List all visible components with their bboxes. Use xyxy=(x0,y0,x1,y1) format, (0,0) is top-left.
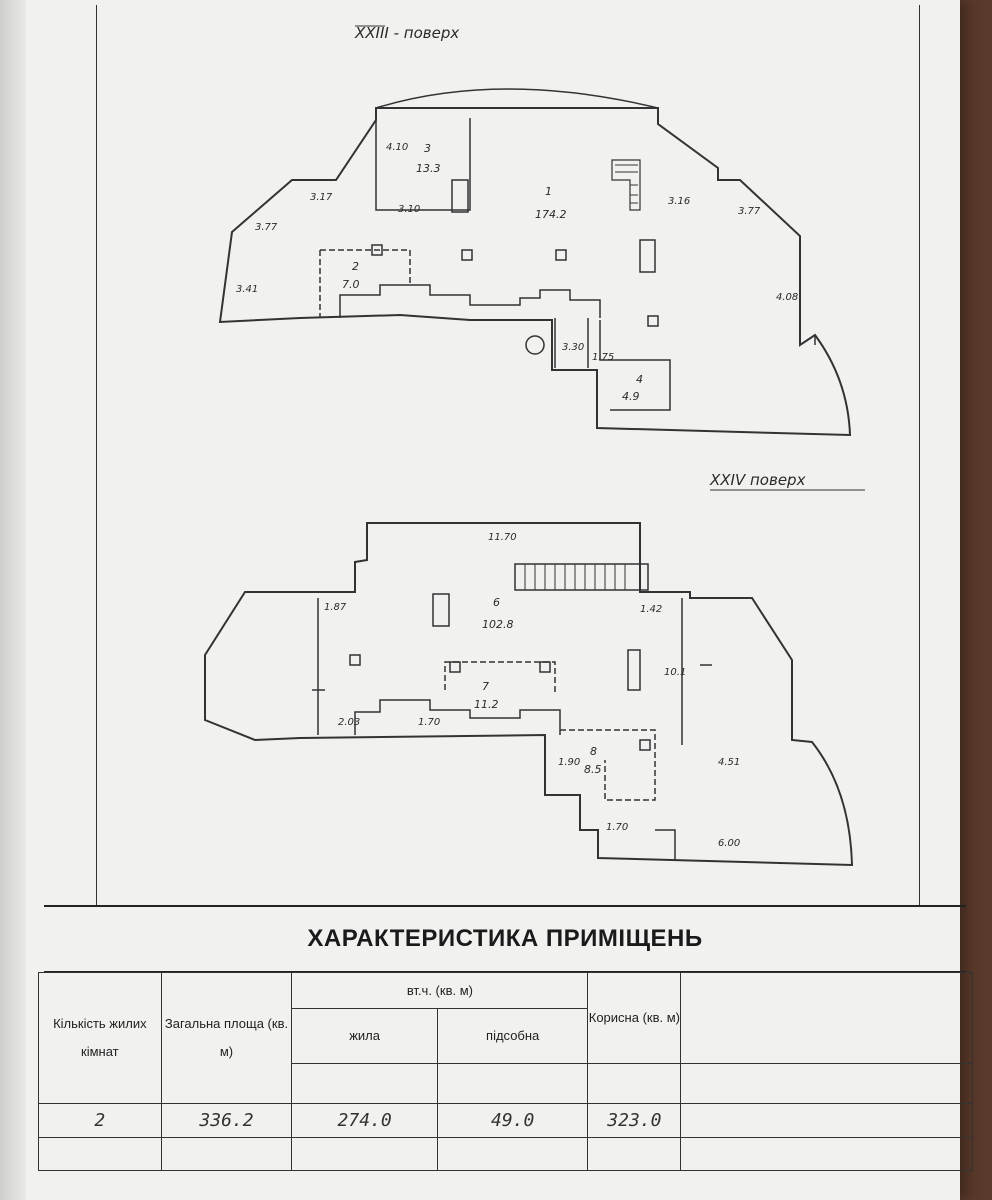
empty-cell xyxy=(436,1063,589,1104)
dimension-label: 1.42 xyxy=(640,604,662,615)
dimension-label: 11.70 xyxy=(488,532,517,543)
value-living: 274.0 xyxy=(291,1103,438,1138)
empty-cell xyxy=(436,1137,589,1171)
dimension-label: 1.75 xyxy=(592,352,614,363)
floor-lower-label: XXIV поверх xyxy=(709,471,806,489)
dimension-label: 10.1 xyxy=(664,667,686,678)
room-label: 4 xyxy=(636,373,643,386)
empty-cell xyxy=(291,1137,438,1171)
drawing-frame xyxy=(96,5,920,905)
room-area: 7.0 xyxy=(342,278,360,291)
room-area: 13.3 xyxy=(416,162,441,175)
empty-cell xyxy=(587,1063,682,1104)
room-area: 8.5 xyxy=(584,763,602,776)
dimension-label: 2.03 xyxy=(338,717,360,728)
room-label: 6 xyxy=(493,596,500,609)
header-useful: Корисна (кв. м) xyxy=(587,972,682,1064)
dimension-label: 3.16 xyxy=(668,196,690,207)
value-rooms-count: 2 xyxy=(38,1103,162,1138)
header-living: жила xyxy=(291,1008,438,1064)
characteristics-title: ХАРАКТЕРИСТИКА ПРИМІЩЕНЬ xyxy=(44,905,966,973)
dimension-label: 1.87 xyxy=(324,602,347,613)
room-label: 7 xyxy=(482,680,489,693)
room-label: 2 xyxy=(352,260,359,273)
page-fold xyxy=(0,0,26,1200)
dimension-label: 3.30 xyxy=(562,342,584,353)
dimension-label: 1.90 xyxy=(558,757,580,768)
dimension-label: 6.00 xyxy=(718,838,740,849)
empty-cell xyxy=(160,1137,293,1171)
dimension-label: 1.70 xyxy=(606,822,628,833)
room-area: 102.8 xyxy=(482,618,514,631)
room-area: 11.2 xyxy=(474,698,499,711)
characteristics-table: Кількість жилих кімнат Загальна площа (к… xyxy=(38,972,973,1171)
value-total-area: 336.2 xyxy=(160,1103,293,1138)
dimension-label: 4.51 xyxy=(718,757,740,768)
empty-cell xyxy=(680,1063,973,1104)
dimension-label: 3.77 xyxy=(255,222,278,233)
header-incl: вт.ч. (кв. м) xyxy=(291,972,589,1009)
header-rooms-count: Кількість жилих кімнат xyxy=(38,972,162,1104)
dimension-label: 1.70 xyxy=(418,717,440,728)
header-total-area: Загальна площа (кв. м) xyxy=(160,972,293,1104)
dimension-label: 4.08 xyxy=(776,292,798,303)
dimension-label: 3.41 xyxy=(236,284,258,295)
floor-upper-label: XXIII - поверх xyxy=(354,24,459,42)
empty-cell xyxy=(38,1137,162,1171)
room-label: 1 xyxy=(545,185,552,198)
dimension-label: 3.77 xyxy=(738,206,761,217)
header-auxiliary: підсобна xyxy=(436,1008,589,1064)
empty-cell xyxy=(680,1137,973,1171)
empty-cell xyxy=(680,1103,973,1138)
empty-header-cell xyxy=(680,972,973,1064)
value-useful: 323.0 xyxy=(587,1103,682,1138)
dimension-label: 3.10 xyxy=(398,204,420,215)
room-area: 4.9 xyxy=(622,390,640,403)
room-label: 3 xyxy=(424,142,431,155)
room-label: 8 xyxy=(590,745,597,758)
dimension-label: 3.17 xyxy=(310,192,333,203)
dimension-label: 4.10 xyxy=(386,142,408,153)
value-auxiliary: 49.0 xyxy=(436,1103,589,1138)
empty-cell xyxy=(587,1137,682,1171)
room-area: 174.2 xyxy=(535,208,567,221)
empty-cell xyxy=(291,1063,438,1104)
